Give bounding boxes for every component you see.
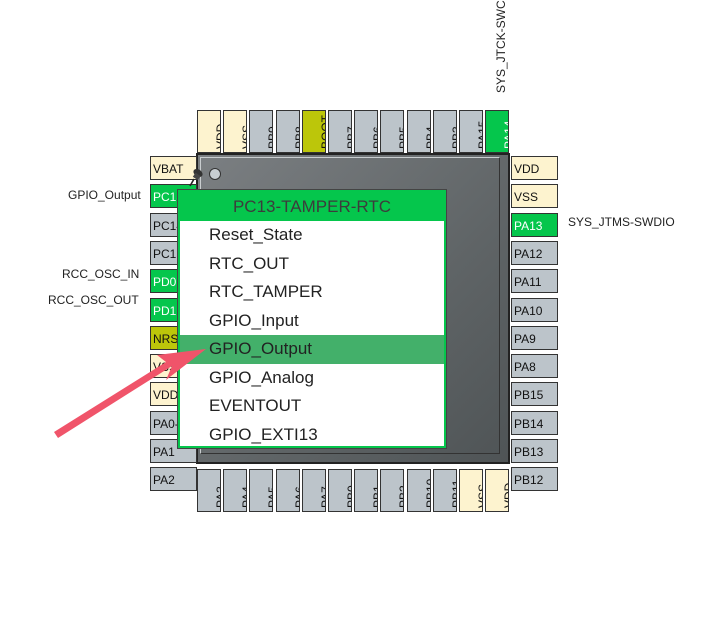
pin-pa13[interactable]: PA13 bbox=[511, 212, 558, 237]
pin-vss[interactable]: VSS bbox=[223, 110, 248, 153]
pin-pb2[interactable]: PB2 bbox=[380, 469, 405, 512]
pin-label: PC14 bbox=[153, 218, 184, 233]
pin-vss[interactable]: VSS bbox=[459, 469, 483, 512]
menu-item-gpio-analog[interactable]: GPIO_Analog bbox=[209, 367, 314, 387]
menu-item-rtc-tamper[interactable]: RTC_TAMPER bbox=[209, 282, 323, 301]
pin-pb0[interactable]: PB0 bbox=[328, 469, 352, 512]
pin-label: PA10 bbox=[514, 303, 543, 318]
pin-label: VBAT bbox=[153, 162, 184, 176]
pin-pb12[interactable]: PB12 bbox=[511, 467, 558, 492]
pin-menu-title: PC13-TAMPER-RTC bbox=[180, 192, 444, 221]
pin-label: PA12 bbox=[514, 246, 543, 261]
pin-boot[interactable]: BOOT.. bbox=[301, 110, 326, 153]
pin-pb13[interactable]: PB13 bbox=[511, 439, 558, 463]
pushpin-icon bbox=[189, 168, 203, 187]
pin-label: PB14 bbox=[514, 416, 544, 431]
menu-item-reset-state[interactable]: Reset_State bbox=[209, 225, 303, 244]
pin-pa2[interactable]: PA2 bbox=[150, 467, 197, 492]
pin-label: PD0 bbox=[153, 275, 177, 290]
pin-pb14[interactable]: PB14 bbox=[511, 410, 558, 435]
pin-pb6[interactable]: PB6 bbox=[354, 110, 379, 153]
pin-pa10[interactable]: PA10 bbox=[511, 297, 558, 322]
pin-label: PA13 bbox=[514, 218, 543, 233]
menu-item-gpio-input[interactable]: GPIO_Input bbox=[209, 310, 299, 330]
pin-label: VSS bbox=[514, 190, 539, 205]
pin-pa1[interactable]: PA1 bbox=[150, 439, 197, 463]
pin-vss[interactable]: VSS bbox=[511, 184, 558, 209]
pin-label: PA1 bbox=[153, 445, 175, 459]
pin1-indicator-dot bbox=[209, 168, 221, 180]
pin-label: PC13 bbox=[153, 190, 184, 205]
pin-pa6[interactable]: PA6 bbox=[275, 469, 300, 512]
pin-pa14[interactable]: PA14 bbox=[485, 110, 510, 153]
pin-pa4[interactable]: PA4 bbox=[223, 469, 248, 512]
pin-pb8[interactable]: PB8 bbox=[275, 110, 300, 153]
pin-pa7[interactable]: PA7 bbox=[301, 469, 326, 512]
pin-pb3[interactable]: PB3 bbox=[432, 110, 457, 153]
label-pa13-signal: SYS_JTMS-SWDIO bbox=[568, 215, 675, 229]
pin-label: PA9 bbox=[514, 331, 536, 346]
label-pc13-signal: GPIO_Output bbox=[68, 188, 141, 202]
pin-pb5[interactable]: PB5 bbox=[380, 110, 405, 153]
pin-label: PB13 bbox=[514, 445, 544, 459]
pin-pb9[interactable]: PB9 bbox=[249, 110, 274, 153]
pin-pb10[interactable]: PB10 bbox=[406, 469, 431, 512]
pin-pa3[interactable]: PA3 bbox=[197, 469, 221, 512]
pin-label: NRST bbox=[153, 331, 186, 346]
menu-item-gpio-exti13[interactable]: GPIO_EXTI13 bbox=[209, 424, 318, 444]
pin-label: PB12 bbox=[514, 473, 544, 488]
pin-pb4[interactable]: PB4 bbox=[406, 110, 431, 153]
pin-pa15[interactable]: PA15 bbox=[459, 110, 483, 153]
pin-vdd[interactable]: VDD bbox=[485, 469, 510, 512]
pin-pb7[interactable]: PB7 bbox=[328, 110, 352, 153]
menu-item-gpio-output[interactable]: GPIO_Output bbox=[180, 335, 444, 364]
pin-vbat[interactable]: VBAT bbox=[150, 156, 197, 180]
pin-pb1[interactable]: PB1 bbox=[354, 469, 379, 512]
pin-pa8[interactable]: PA8 bbox=[511, 354, 558, 379]
label-pd0-signal: RCC_OSC_IN bbox=[62, 267, 140, 281]
menu-item-eventout[interactable]: EVENTOUT bbox=[209, 396, 302, 415]
pin-vdd[interactable]: VDD bbox=[511, 156, 558, 180]
pin-label: PA0- bbox=[153, 416, 179, 431]
pin-pa11[interactable]: PA11 bbox=[511, 269, 558, 294]
pin-label: PA2 bbox=[153, 473, 175, 488]
pin-label: PC15 bbox=[153, 246, 184, 261]
pin-pb11[interactable]: PB11 bbox=[432, 469, 457, 512]
pin-label: PD1 bbox=[153, 303, 177, 318]
pin-label: PB15 bbox=[514, 388, 544, 403]
pin-vdd[interactable]: VDD bbox=[197, 110, 221, 153]
pin-pb15[interactable]: PB15 bbox=[511, 382, 558, 407]
label-pd1-signal: RCC_OSC_OUT bbox=[48, 293, 139, 307]
menu-item-rtc-out[interactable]: RTC_OUT bbox=[209, 253, 289, 273]
pin-pa9[interactable]: PA9 bbox=[511, 325, 558, 350]
pin-label: PA11 bbox=[514, 275, 542, 290]
pin-label: PA8 bbox=[514, 360, 536, 375]
pin-pa12[interactable]: PA12 bbox=[511, 240, 558, 265]
pin-label: VDD bbox=[514, 162, 540, 176]
pin-pa5[interactable]: PA5 bbox=[249, 469, 274, 512]
